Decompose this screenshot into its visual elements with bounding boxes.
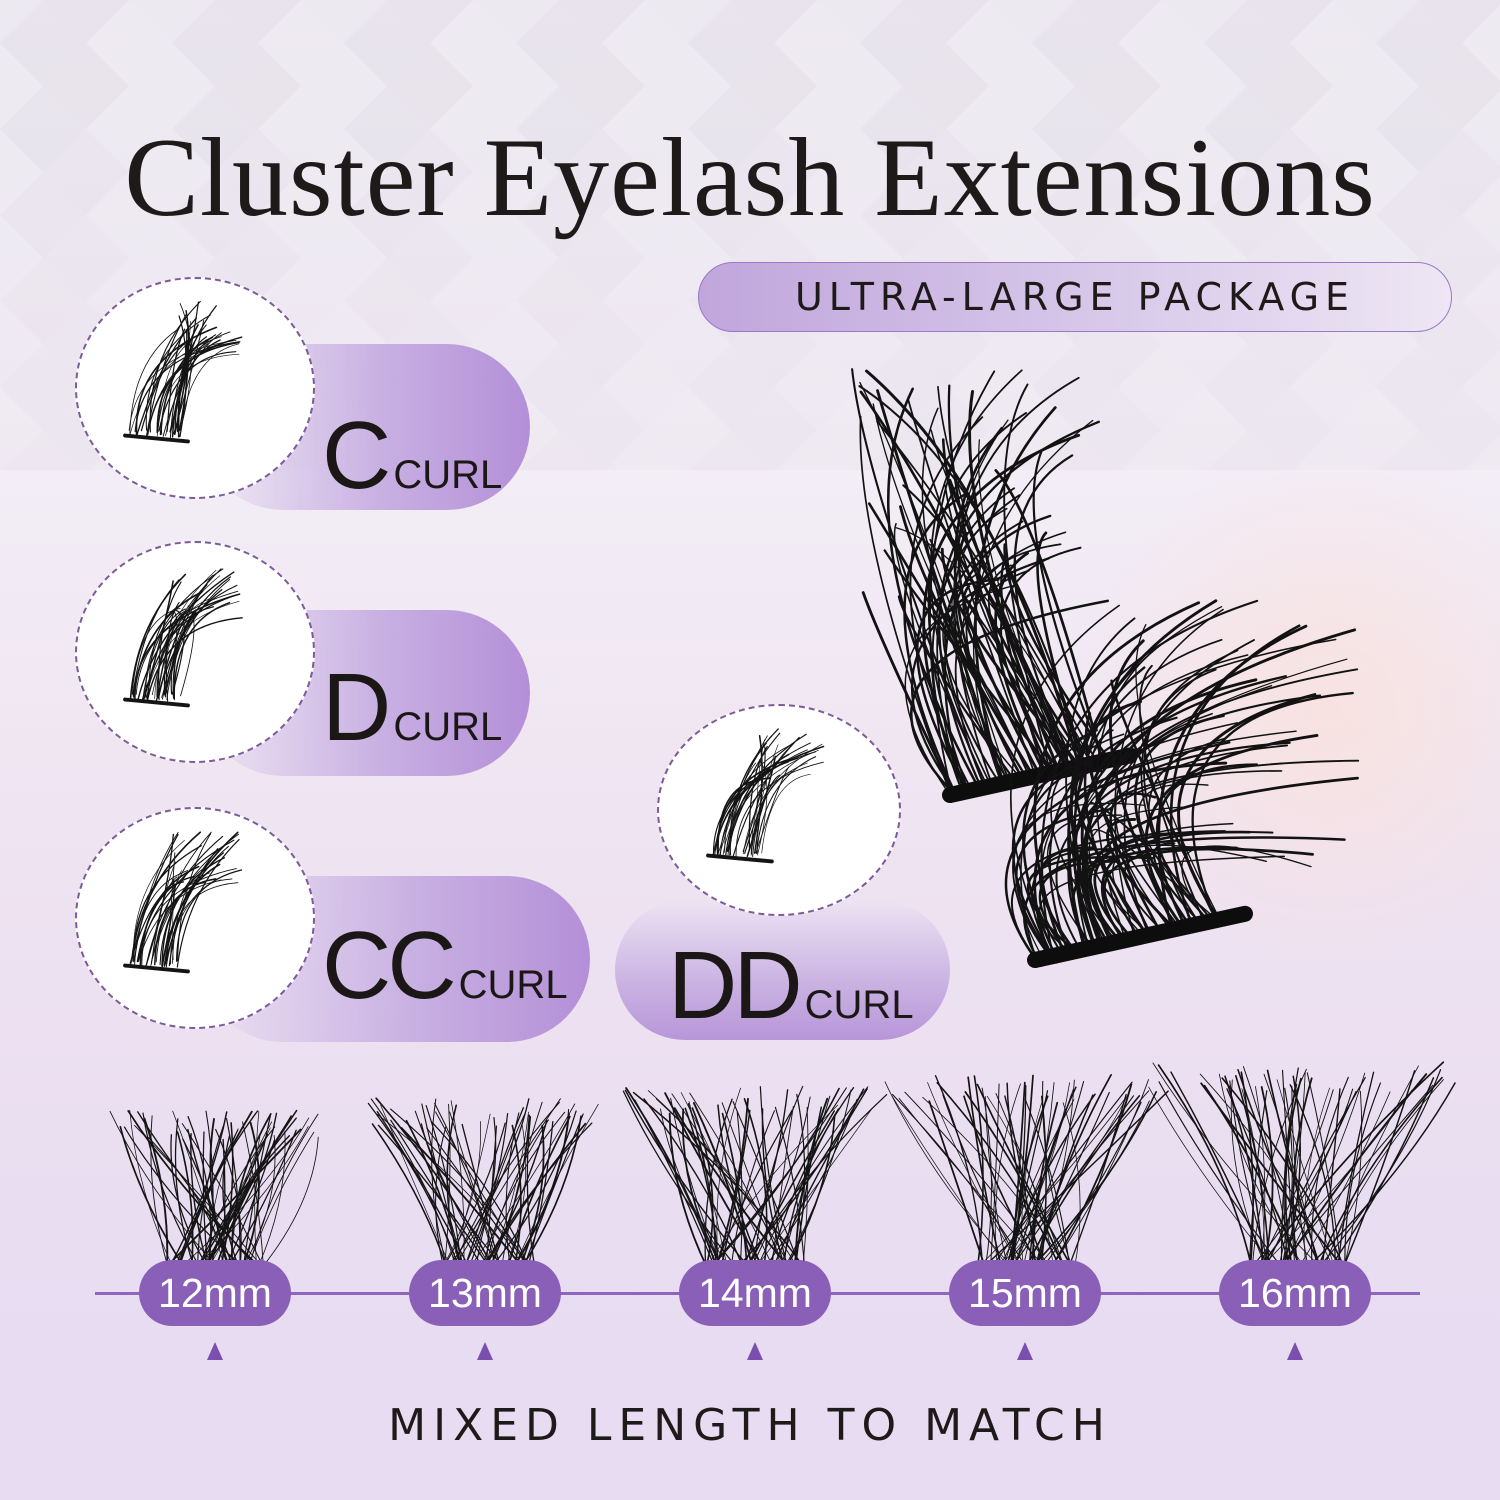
lash-cluster-image (706, 728, 825, 864)
curl-c-word: CURL (393, 453, 503, 497)
length-marker-arrow-icon (207, 1342, 223, 1360)
lash-length-sample (884, 1073, 1169, 1276)
lash-length-sample (367, 1097, 599, 1276)
length-label-14mm: 14mm (679, 1260, 831, 1326)
curl-d-lash-image (75, 541, 315, 763)
lash-length-row-image (109, 1061, 1456, 1276)
lash-cluster-image (123, 831, 243, 974)
length-label-15mm: 15mm (949, 1260, 1101, 1326)
curl-dd-pill (615, 900, 950, 1040)
length-label-12mm: 12mm (139, 1260, 291, 1326)
lash-cluster-image (123, 300, 243, 444)
curl-cc-word: CURL (458, 963, 568, 1007)
curl-d-letter: D (322, 654, 391, 761)
length-marker-arrow-icon (1017, 1342, 1033, 1360)
curl-d-word: CURL (393, 705, 503, 749)
length-marker-arrow-icon (477, 1342, 493, 1360)
curl-dd-word: CURL (804, 983, 914, 1027)
curl-dd-lash-image (657, 704, 901, 916)
curl-dd-letter: DD (668, 932, 803, 1039)
curl-c-lash-image (75, 277, 315, 499)
lash-length-sample (1148, 1061, 1456, 1276)
length-marker-arrow-icon (1287, 1342, 1303, 1360)
lash-length-sample (109, 1109, 319, 1276)
footer-caption-text: MIXED LENGTH TO MATCH (388, 1400, 1112, 1451)
length-label-16mm: 16mm (1219, 1260, 1371, 1326)
curl-cc-lash-image (75, 807, 315, 1029)
curl-cc-letter: CC (322, 912, 457, 1019)
lash-closeup-image (851, 368, 1360, 968)
length-label-13mm: 13mm (409, 1260, 561, 1326)
length-marker-arrow-icon (747, 1342, 763, 1360)
curl-c-letter: C (322, 402, 391, 509)
lash-length-sample (622, 1085, 888, 1276)
lash-cluster-image (123, 568, 243, 708)
package-badge-label: ULTRA-LARGE PACKAGE (794, 275, 1356, 319)
product-title: Cluster Eyelash Extensions (124, 116, 1376, 240)
package-badge: ULTRA-LARGE PACKAGE (698, 262, 1452, 332)
